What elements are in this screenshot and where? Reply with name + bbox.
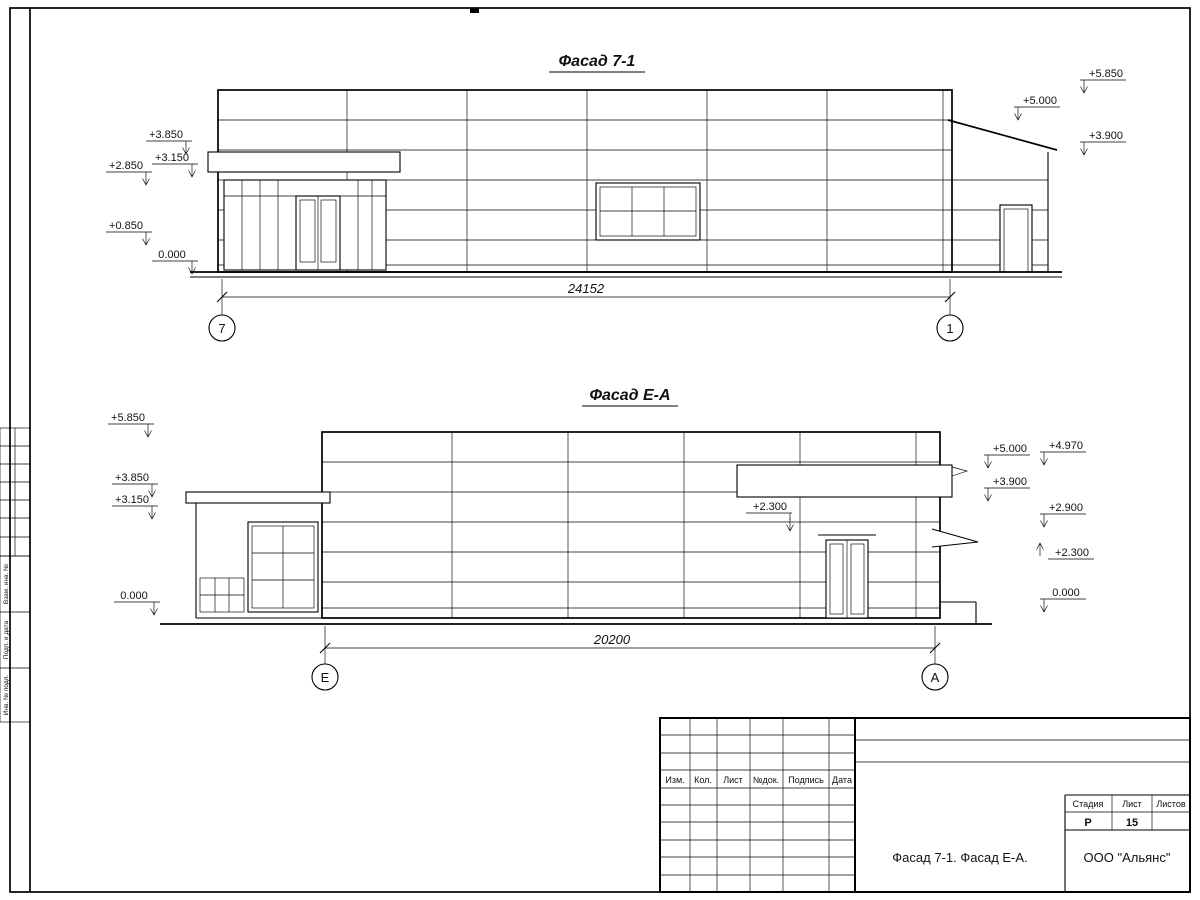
facade-e-a-title: Фасад Е-А [589, 387, 670, 404]
facade-window [595, 182, 701, 241]
col-header-podpis: Подпись [788, 775, 824, 785]
elevation-value: +2.900 [1049, 502, 1083, 514]
sheet-number: 15 [1126, 817, 1138, 829]
grid-bubble [311, 663, 339, 691]
side-column-label: Инв. № подл. [3, 675, 10, 716]
elevation-value: +2.850 [109, 160, 143, 172]
entrance-canopy [207, 151, 401, 173]
col-header-ndok: №док. [753, 775, 779, 785]
annex-canopy [185, 491, 331, 504]
elevation-value: +0.850 [109, 220, 143, 232]
facade-e-a-drawing: Фасад Е-А [108, 387, 1094, 691]
elevation-mark: +5.000 [1014, 95, 1060, 121]
elevation-mark: +2.850 [106, 160, 152, 186]
grid-bubble [921, 663, 949, 691]
elevation-value: +5.000 [1023, 95, 1057, 107]
facade-e-a-dimension: 20200 Е А [311, 626, 949, 691]
document-title: Фасад 7-1. Фасад Е-А. [892, 850, 1027, 865]
elevation-mark: +3.850 [146, 129, 192, 155]
main-wall-outline [321, 431, 941, 619]
elevation-value: +2.300 [1055, 547, 1089, 559]
annex-roof-slope [947, 119, 1058, 151]
elevation-mark: +2.300 [1036, 542, 1094, 560]
elevation-value: +5.850 [1089, 68, 1123, 80]
elevation-mark: +2.300 [746, 501, 794, 532]
title-block: Изм. Кол. Лист №док. Подпись Дата Стадия… [659, 717, 1191, 893]
left-margin-tables: Взам. инв. № Подп. и дата Инв. № подл. [0, 427, 31, 723]
facade-7-1-drawing: Фасад 7-1 [106, 53, 1126, 342]
right-annex [947, 119, 1058, 273]
elevation-value: +3.900 [993, 476, 1027, 488]
elevation-value: 0.000 [1052, 587, 1080, 599]
axis-label-a: А [931, 670, 940, 685]
elevation-mark: +3.900 [1080, 130, 1126, 156]
fold-mark [470, 8, 479, 13]
parapet-band [736, 464, 953, 498]
elevation-mark: 0.000 [114, 590, 160, 616]
elevation-mark: 0.000 [152, 249, 198, 275]
entrance-storefront [223, 179, 387, 271]
elevation-mark: +5.850 [108, 412, 154, 438]
wall-panel-joints [322, 432, 940, 618]
elevation-mark: +5.000 [984, 443, 1030, 469]
facade-7-1-title: Фасад 7-1 [559, 53, 636, 70]
axis-label-7: 7 [218, 321, 225, 336]
elevation-value: +3.150 [115, 494, 149, 506]
vent-grille [199, 577, 245, 613]
side-column-label: Подп. и дата [3, 620, 10, 659]
elevation-value: 0.000 [158, 249, 186, 261]
elevation-value: +3.900 [1089, 130, 1123, 142]
dimension-value: 20200 [593, 632, 631, 647]
axis-label-e: Е [321, 670, 330, 685]
scupper [951, 466, 969, 477]
grid-bubble [208, 314, 236, 342]
facade-e-a-building [160, 431, 992, 625]
elevation-value: +5.850 [111, 412, 145, 424]
elevation-value: 0.000 [120, 590, 148, 602]
col-header-izm: Изм. [665, 775, 684, 785]
elevation-value: +2.300 [753, 501, 787, 513]
elevation-value: +4.970 [1049, 440, 1083, 452]
col-header-data: Дата [832, 775, 852, 785]
col-header-list: Лист [723, 775, 743, 785]
elevation-value: +3.850 [149, 129, 183, 141]
elevation-mark: +3.150 [152, 152, 198, 178]
dimension-value: 24152 [567, 281, 605, 296]
elevation-value: +3.150 [155, 152, 189, 164]
side-door [818, 534, 876, 619]
sheets-label: Листов [1156, 799, 1185, 809]
elevation-mark: +3.900 [984, 476, 1030, 502]
annex-door [999, 204, 1033, 273]
elevation-mark: +5.850 [1080, 68, 1126, 94]
elevation-value: +3.850 [115, 472, 149, 484]
col-header-kol: Кол. [694, 775, 712, 785]
elevation-value: +5.000 [993, 443, 1027, 455]
facade-7-1-building [190, 89, 1062, 278]
annex-window [247, 521, 319, 613]
left-annex [185, 491, 331, 619]
stage-value: Р [1084, 817, 1091, 829]
elevation-mark: +3.850 [112, 472, 158, 498]
company-name: ООО "Альянс" [1084, 850, 1171, 865]
elevation-mark: +4.970 [1040, 440, 1086, 466]
grid-bubble [936, 314, 964, 342]
axis-label-1: 1 [946, 321, 953, 336]
stage-label: Стадия [1073, 799, 1104, 809]
side-awning [931, 528, 979, 548]
elevation-mark: 0.000 [1040, 587, 1086, 613]
facade-7-1-dimension: 24152 7 1 [208, 279, 964, 342]
elevation-mark: +2.900 [1040, 502, 1086, 528]
sheet-label: Лист [1122, 799, 1142, 809]
elevation-mark: +3.150 [112, 494, 158, 520]
side-column-label: Взам. инв. № [3, 564, 10, 604]
elevation-mark: +0.850 [106, 220, 152, 246]
